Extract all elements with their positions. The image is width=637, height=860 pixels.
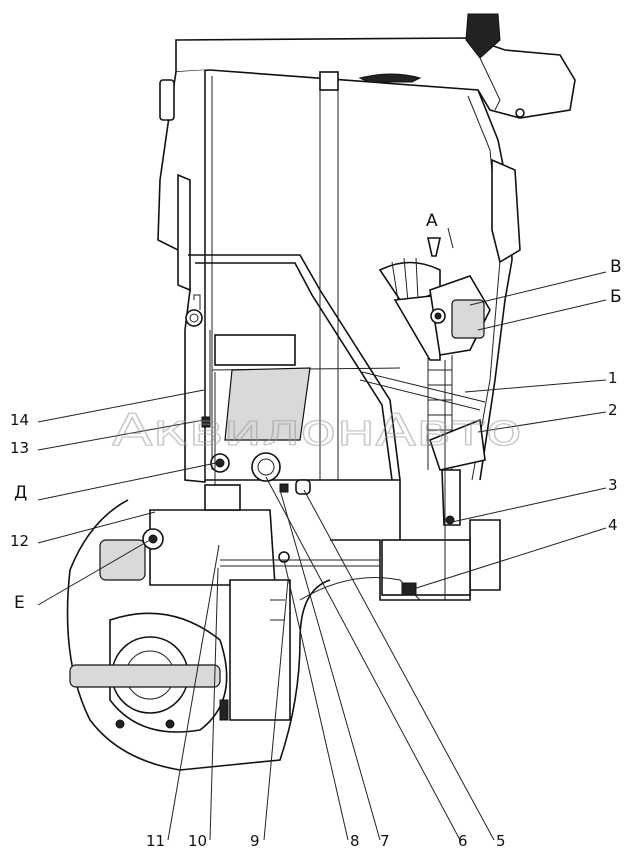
leader-lines — [37, 227, 607, 841]
callout-13: 13 — [10, 439, 29, 457]
callout-12: 12 — [10, 532, 29, 550]
callout-3: 3 — [608, 476, 618, 494]
callout-10: 10 — [188, 832, 207, 850]
callout-11: 11 — [146, 832, 165, 850]
callout-4: 4 — [608, 516, 618, 534]
callout-6: 6 — [458, 832, 468, 850]
callout-14: 14 — [10, 411, 29, 429]
transmission-assembly — [66, 484, 421, 771]
connectors — [185, 294, 311, 520]
label-d: Д — [14, 483, 27, 503]
callout-9: 9 — [250, 832, 260, 850]
watermark: АквилонАвто — [112, 405, 522, 456]
callout-2: 2 — [608, 401, 618, 419]
label-v: В — [610, 257, 622, 277]
callout-5: 5 — [496, 832, 506, 850]
label-b: Б — [610, 287, 622, 307]
callout-8: 8 — [350, 832, 360, 850]
callout-7: 7 — [380, 832, 390, 850]
control-column — [378, 237, 491, 600]
label-a: А — [426, 211, 438, 231]
callout-1: 1 — [608, 369, 618, 387]
cab-body — [157, 13, 576, 601]
label-e: Е — [14, 593, 25, 613]
